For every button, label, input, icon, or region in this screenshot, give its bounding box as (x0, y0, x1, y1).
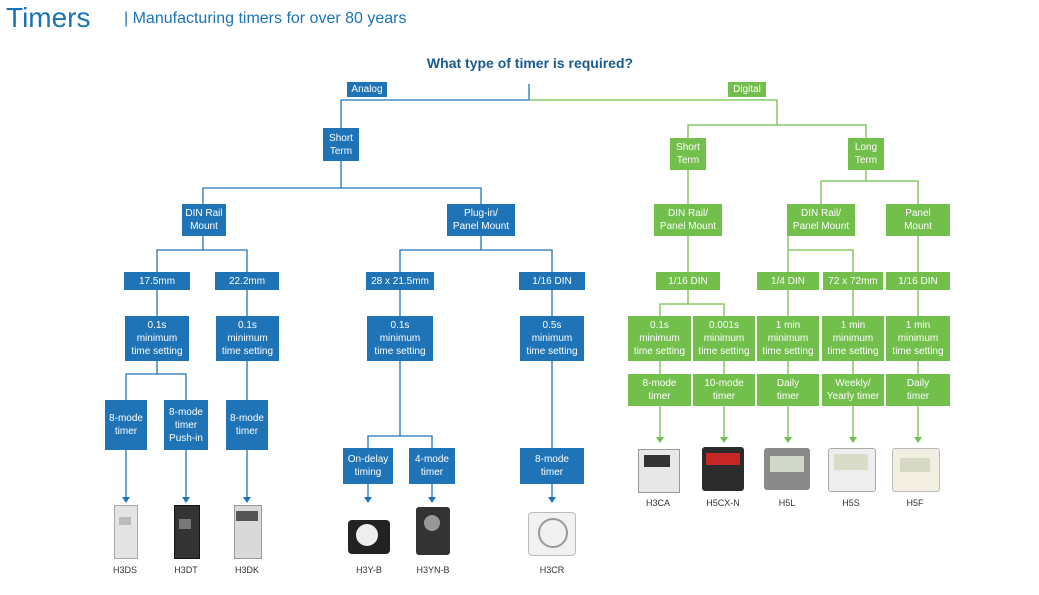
node-digital-mode-3: Daily timer (757, 374, 819, 406)
node-analog-1-16-din: 1/16 DIN (519, 272, 585, 290)
page-title: Timers (6, 2, 91, 33)
node-digital: Digital (728, 82, 766, 97)
node-analog-mode-2: 8-mode timer Push-in (164, 400, 208, 450)
node-analog-time-4: 0.5s minimum time setting (520, 316, 584, 361)
node-digital-time-5: 1 min minimum time setting (886, 316, 950, 361)
node-din-rail-mount: DIN Rail Mount (182, 204, 226, 236)
node-digital-mode-1: 8-mode timer (628, 374, 691, 406)
diagram-question: What type of timer is required? (426, 55, 634, 71)
product-label-h5l: H5L (778, 498, 796, 508)
product-label-h3dk: H3DK (234, 565, 259, 575)
product-label-h3yn-b: H3YN-B (416, 565, 450, 575)
node-analog-mode-1: 8-mode timer (105, 400, 147, 450)
product-h5f-image (890, 446, 940, 492)
node-analog-mode-5: 4-mode timer (409, 448, 455, 484)
node-din-panel-2: DIN Rail/ Panel Mount (787, 204, 855, 236)
product-label-h5cx-n: H5CX-N (706, 498, 740, 508)
node-digital-1-16-din: 1/16 DIN (656, 272, 720, 290)
node-digital-long-term: Long Term (848, 138, 884, 170)
product-h3dk-image (230, 505, 264, 559)
node-plugin-panel-mount: Plug-in/ Panel Mount (447, 204, 515, 236)
node-digital-mode-2: 10-mode timer (693, 374, 755, 406)
product-h5cx-n-image (700, 445, 746, 493)
node-analog-mode-6: 8-mode timer (520, 448, 584, 484)
node-analog: Analog (347, 82, 387, 97)
node-digital-short-term: Short Term (670, 138, 706, 170)
node-analog-time-1: 0.1s minimum time setting (125, 316, 189, 361)
product-h3ca-image (636, 447, 680, 493)
node-digital-mode-5: Daily timer (886, 374, 950, 406)
product-label-h3ds: H3DS (112, 565, 137, 575)
node-on-delay: On-delay timing (343, 448, 393, 484)
product-label-h3ca: H3CA (645, 498, 670, 508)
node-din-panel-1: DIN Rail/ Panel Mount (654, 204, 722, 236)
node-28x21-5mm: 28 x 21.5mm (366, 272, 434, 290)
node-digital-time-4: 1 min minimum time setting (822, 316, 884, 361)
product-label-h3y-b: H3Y-B (356, 565, 382, 575)
node-digital-1-16-din-2: 1/16 DIN (886, 272, 950, 290)
node-analog-short-term: Short Term (323, 128, 359, 161)
node-digital-mode-4: Weekly/ Yearly timer (822, 374, 884, 406)
product-h3y-b-image (346, 512, 392, 556)
product-h3yn-b-image (412, 503, 454, 557)
product-label-h5f: H5F (906, 498, 924, 508)
product-label-h5s: H5S (842, 498, 860, 508)
product-h3ds-image (110, 505, 140, 559)
product-h3cr-image (526, 510, 578, 556)
node-digital-time-2: 0.001s minimum time setting (693, 316, 755, 361)
node-digital-time-1: 0.1s minimum time setting (628, 316, 691, 361)
node-72x72mm: 72 x 72mm (823, 272, 883, 290)
product-h3dt-image (170, 505, 202, 559)
node-panel-mount: Panel Mount (886, 204, 950, 236)
product-label-h3cr: H3CR (539, 565, 565, 575)
product-h5l-image (762, 446, 812, 492)
node-analog-mode-3: 8-mode timer (226, 400, 268, 450)
page-subtitle: | Manufacturing timers for over 80 years (124, 10, 407, 27)
product-h5s-image (826, 446, 876, 492)
node-analog-time-3: 0.1s minimum time setting (367, 316, 433, 361)
node-17-5mm: 17.5mm (124, 272, 190, 290)
node-22-2mm: 22.2mm (215, 272, 279, 290)
product-label-h3dt: H3DT (174, 565, 198, 575)
node-1-4-din: 1/4 DIN (757, 272, 819, 290)
node-analog-time-2: 0.1s minimum time setting (216, 316, 279, 361)
node-digital-time-3: 1 min minimum time setting (757, 316, 819, 361)
